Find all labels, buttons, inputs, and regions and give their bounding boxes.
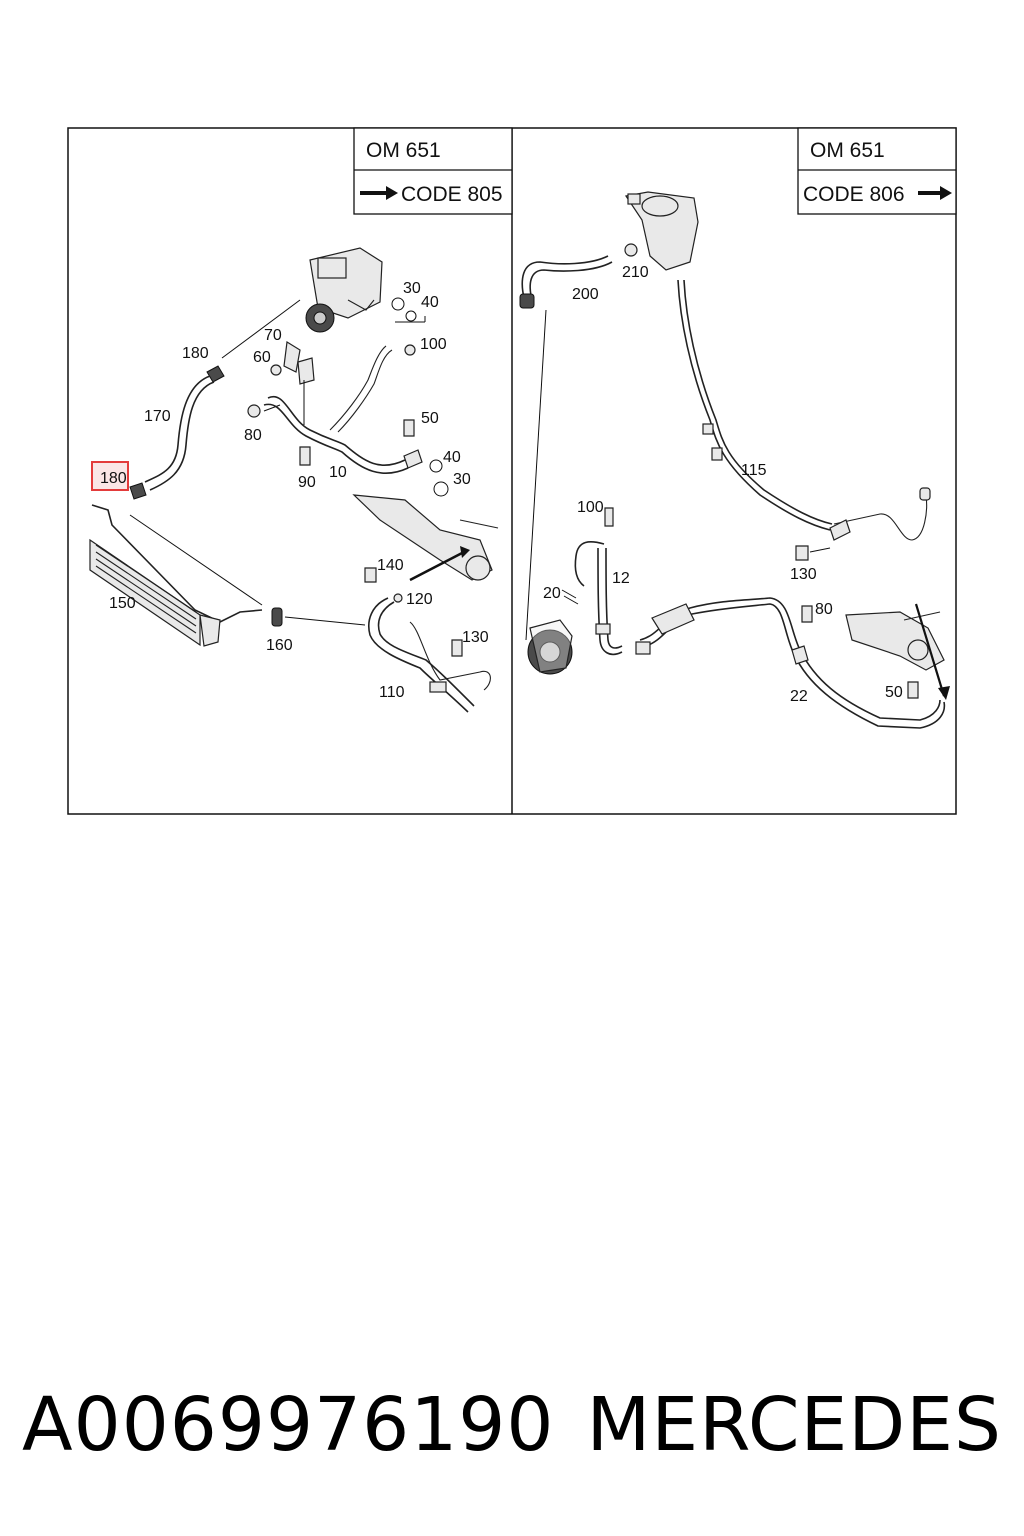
callout-60: 60 (253, 349, 271, 366)
parts-diagram: OM 651 CODE 805 OM 651 CODE 806 (67, 127, 957, 815)
arrow-right-icon (918, 186, 952, 200)
callout-160: 160 (266, 637, 293, 654)
callout-120: 120 (406, 591, 433, 608)
callout-40b: 40 (443, 449, 461, 466)
callout-180: 180 (182, 345, 209, 362)
callout-150: 150 (109, 595, 136, 612)
callout-100: 100 (420, 336, 447, 353)
highlighted-callout-180[interactable]: 180 (91, 461, 129, 491)
right-drawing (519, 191, 950, 729)
brand-name: MERCEDES (586, 1382, 1002, 1468)
right-engine-label: OM 651 (810, 139, 885, 162)
callout-10: 10 (329, 464, 347, 481)
left-code-label: CODE 805 (401, 183, 503, 206)
callout-170: 170 (144, 408, 171, 425)
callout-20: 20 (543, 585, 561, 602)
callout-90: 90 (298, 474, 316, 491)
part-number: A0069976190 (22, 1382, 555, 1468)
callout-110: 110 (379, 684, 405, 701)
callout-50: 50 (885, 684, 903, 701)
callout-80: 80 (244, 427, 262, 444)
callout-70: 70 (264, 327, 282, 344)
fluid-reservoir (624, 191, 699, 271)
callout-40: 40 (421, 294, 439, 311)
callout-200: 200 (572, 286, 599, 303)
power-steering-pump (527, 619, 573, 675)
callout-80: 80 (815, 601, 833, 618)
left-callouts: 30 40 70 100 180 60 170 80 50 40 30 90 1… (91, 280, 489, 701)
left-drawing (89, 247, 499, 713)
right-callouts: 210 200 115 100 130 20 12 80 22 50 (543, 264, 903, 705)
left-header-box: OM 651 CODE 805 (353, 127, 513, 215)
callout-115: 115 (741, 462, 767, 479)
footer: A0069976190 MERCEDES (0, 1370, 1024, 1480)
arrow-right-icon (360, 186, 398, 200)
callout-140: 140 (377, 557, 404, 574)
oil-cooler (89, 504, 263, 647)
callout-30: 30 (403, 280, 421, 297)
callout-100: 100 (577, 499, 604, 516)
highlight-label: 180 (100, 470, 127, 487)
callout-22: 22 (790, 688, 808, 705)
right-code-label: CODE 806 (803, 183, 905, 206)
callout-30b: 30 (453, 471, 471, 488)
steering-gear-left (352, 494, 499, 582)
callout-130: 130 (462, 629, 489, 646)
callout-210: 210 (622, 264, 649, 281)
right-header-box: OM 651 CODE 806 (797, 127, 957, 215)
callout-130: 130 (790, 566, 817, 583)
steering-gear-right (845, 603, 950, 700)
callout-12: 12 (612, 570, 630, 587)
pump-reservoir-assembly (305, 247, 383, 333)
callout-50: 50 (421, 410, 439, 427)
left-engine-label: OM 651 (366, 139, 441, 162)
